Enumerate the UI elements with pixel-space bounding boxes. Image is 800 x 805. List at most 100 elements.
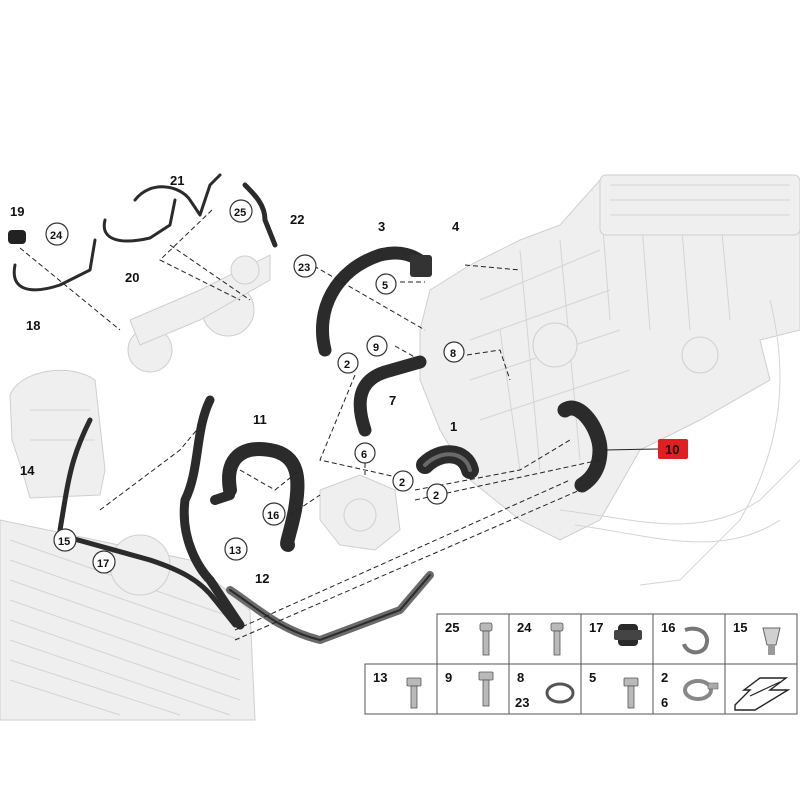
hose-3 <box>315 246 432 357</box>
svg-text:18: 18 <box>26 318 40 333</box>
legend-label-25: 25 <box>445 620 459 635</box>
svg-text:19: 19 <box>10 204 24 219</box>
legend-label-8: 8 <box>517 670 524 685</box>
ac-lines-ghost <box>559 299 800 586</box>
callout-11: 11 <box>253 412 267 427</box>
svg-text:14: 14 <box>20 463 35 478</box>
svg-text:2: 2 <box>344 359 350 371</box>
legend-label-2: 2 <box>661 670 668 685</box>
svg-text:11: 11 <box>253 412 267 427</box>
callout-19: 19 <box>10 204 24 219</box>
callout-12: 12 <box>255 571 269 586</box>
expansion-tank-ghost <box>9 369 106 499</box>
turbo-line-21 <box>133 173 222 217</box>
turbo-line-22 <box>242 182 278 248</box>
hose-long-left <box>179 395 245 630</box>
legend-label-17: 17 <box>589 620 603 635</box>
bolt-icon <box>623 677 639 709</box>
svg-text:2: 2 <box>433 490 439 502</box>
hose-17 <box>57 532 238 628</box>
callout-16: 16 <box>262 502 286 526</box>
bolt-icon <box>478 671 494 707</box>
callout-3: 3 <box>378 219 385 234</box>
callout-21: 21 <box>170 173 184 188</box>
legend-label-6: 6 <box>661 695 668 710</box>
callout-4: 4 <box>452 219 460 234</box>
svg-text:15: 15 <box>58 536 70 548</box>
gasket-ring-icon <box>545 682 575 704</box>
svg-text:5: 5 <box>382 280 388 292</box>
highlight-box <box>658 439 688 459</box>
svg-text:1: 1 <box>450 419 457 434</box>
svg-text:9: 9 <box>373 342 379 354</box>
callout-18: 18 <box>26 318 40 333</box>
callout-5: 5 <box>375 273 397 295</box>
legend-label-16: 16 <box>661 620 675 635</box>
water-pump-ghost <box>319 474 401 551</box>
engine-block-ghost <box>419 174 800 541</box>
svg-text:17: 17 <box>97 558 109 570</box>
callout-10: 10 <box>604 439 688 459</box>
hose-1 <box>416 445 479 479</box>
hose-10 <box>557 400 608 493</box>
callout-8: 8 <box>443 341 465 363</box>
leader-lines <box>19 209 601 641</box>
legend-cell-15 <box>724 613 798 665</box>
svg-text:4: 4 <box>452 219 460 234</box>
legend-label-15: 15 <box>733 620 747 635</box>
callout-2a: 2 <box>337 352 359 374</box>
callout-9: 9 <box>366 335 388 357</box>
fitting-19 <box>8 230 26 244</box>
svg-text:3: 3 <box>378 219 385 234</box>
callout-17: 17 <box>92 550 116 574</box>
callout-23: 23 <box>293 254 317 278</box>
clip-icon <box>762 627 781 655</box>
hose-7 <box>353 355 427 437</box>
screw-icon <box>479 622 493 656</box>
svg-text:22: 22 <box>290 212 304 227</box>
hose-11 <box>210 442 305 552</box>
svg-text:7: 7 <box>389 393 396 408</box>
callout-7: 7 <box>389 393 396 408</box>
coolant-pipe-12 <box>226 571 434 644</box>
svg-text:2: 2 <box>399 477 405 489</box>
callout-25: 25 <box>229 199 253 223</box>
hose-14 <box>57 417 93 533</box>
svg-text:12: 12 <box>255 571 269 586</box>
svg-text:21: 21 <box>170 173 184 188</box>
svg-text:13: 13 <box>229 545 241 557</box>
legend-label-13: 13 <box>373 670 387 685</box>
callout-2b: 2 <box>392 470 414 492</box>
callout-2c: 2 <box>426 483 448 505</box>
svg-text:20: 20 <box>125 270 139 285</box>
svg-text:24: 24 <box>50 230 63 242</box>
flange-3 <box>410 255 432 277</box>
turbocharger-ghost <box>127 254 271 373</box>
callout-20: 20 <box>125 270 139 285</box>
legend-label-24: 24 <box>517 620 532 635</box>
legend-cell-5 <box>580 663 654 715</box>
grommet-icon <box>614 624 642 646</box>
svg-text:6: 6 <box>361 449 367 461</box>
callout-1: 1 <box>450 419 457 434</box>
callout-14: 14 <box>20 463 35 478</box>
callout-15: 15 <box>53 528 77 552</box>
legend-cell-13 <box>364 663 438 715</box>
callout-22: 22 <box>290 212 304 227</box>
turbo-line-20 <box>102 198 177 243</box>
screw-icon <box>550 622 564 656</box>
hose-clamp-icon <box>683 679 719 701</box>
legend-label-23: 23 <box>515 695 529 710</box>
turbo-line-18 <box>8 230 97 292</box>
svg-text:23: 23 <box>298 262 310 274</box>
svg-text:8: 8 <box>450 348 456 360</box>
clip-icon <box>682 626 709 655</box>
svg-text:10: 10 <box>665 442 679 457</box>
svg-text:25: 25 <box>234 207 246 219</box>
legend-cell-8-23 <box>508 663 582 715</box>
arrow-icon <box>734 677 791 711</box>
legend-label-5: 5 <box>589 670 596 685</box>
callout-6: 6 <box>354 442 376 464</box>
